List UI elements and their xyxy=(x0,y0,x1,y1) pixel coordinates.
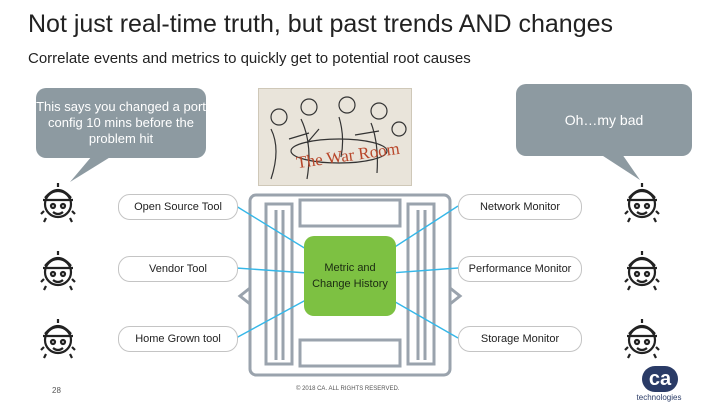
page-number: 28 xyxy=(52,386,61,395)
ca-logo-mark: ca xyxy=(642,366,678,392)
ca-logo: ca technologies xyxy=(632,366,686,404)
copyright-text: © 2018 CA. ALL RIGHTS RESERVED. xyxy=(296,386,399,392)
performance-monitor: Performance Monitor xyxy=(458,256,582,282)
network-monitor: Network Monitor xyxy=(458,194,582,220)
speech-bubble-right: Oh…my bad xyxy=(516,84,692,156)
war-room-sketch xyxy=(259,89,411,185)
open-source-tool: Open Source Tool xyxy=(118,194,238,220)
vendor-tool: Vendor Tool xyxy=(118,256,238,282)
war-room-illustration xyxy=(258,88,412,186)
bubble-right-tail xyxy=(600,154,640,180)
worker-gear-icon xyxy=(620,246,664,294)
ca-logo-text: technologies xyxy=(632,393,686,402)
home-grown-tool: Home Grown tool xyxy=(118,326,238,352)
worker-gear-icon xyxy=(36,246,80,294)
worker-gear-icon xyxy=(36,314,80,362)
worker-gear-icon xyxy=(620,178,664,226)
worker-gear-icon xyxy=(36,178,80,226)
storage-monitor: Storage Monitor xyxy=(458,326,582,352)
metric-change-history-box: Metric and Change History xyxy=(304,236,396,316)
worker-gear-icon xyxy=(620,314,664,362)
